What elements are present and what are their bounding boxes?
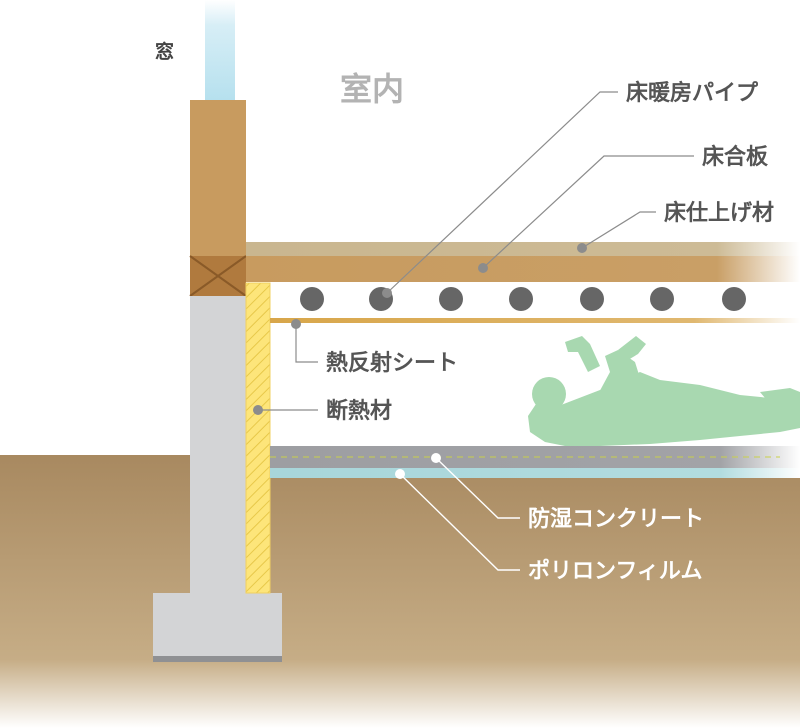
- wall-insulation: [245, 282, 271, 594]
- floor-finish-label: 床仕上げ材: [664, 200, 774, 226]
- pipe-cross-section-icon: [300, 287, 324, 311]
- moisture-proof-concrete-label: 防湿コンクリート: [528, 507, 704, 532]
- ground: [0, 455, 800, 728]
- concrete-foundation: [153, 296, 282, 662]
- polyolefin-film-label: ポリロンフィルム: [528, 558, 702, 584]
- pipe-cross-section-icon: [509, 287, 533, 311]
- floor-heating-pipe-label: 床暖房パイプ: [626, 80, 759, 106]
- pipe-cross-section-icon: [650, 287, 674, 311]
- heat-reflective-sheet-layer: [270, 318, 800, 323]
- pipe-cross-section-icon: [439, 287, 463, 311]
- subfloor-board-layer: [246, 256, 800, 282]
- heating-pipes: [300, 287, 746, 311]
- insulation-label: 断熱材: [326, 398, 392, 424]
- window-glass: [205, 0, 235, 102]
- room-label: 室内: [340, 70, 404, 108]
- wall-post: [190, 100, 246, 256]
- subfloor-board-label: 床合板: [702, 144, 769, 170]
- window-label: 窓: [155, 40, 174, 63]
- pipe-cross-section-icon: [722, 287, 746, 311]
- heat-reflective-sheet-label: 熱反射シート: [326, 350, 458, 376]
- floor-finish-layer: [246, 242, 800, 256]
- pipe-cross-section-icon: [580, 287, 604, 311]
- person-lying-icon: [528, 336, 800, 446]
- polyolefin-film-layer: [270, 468, 800, 478]
